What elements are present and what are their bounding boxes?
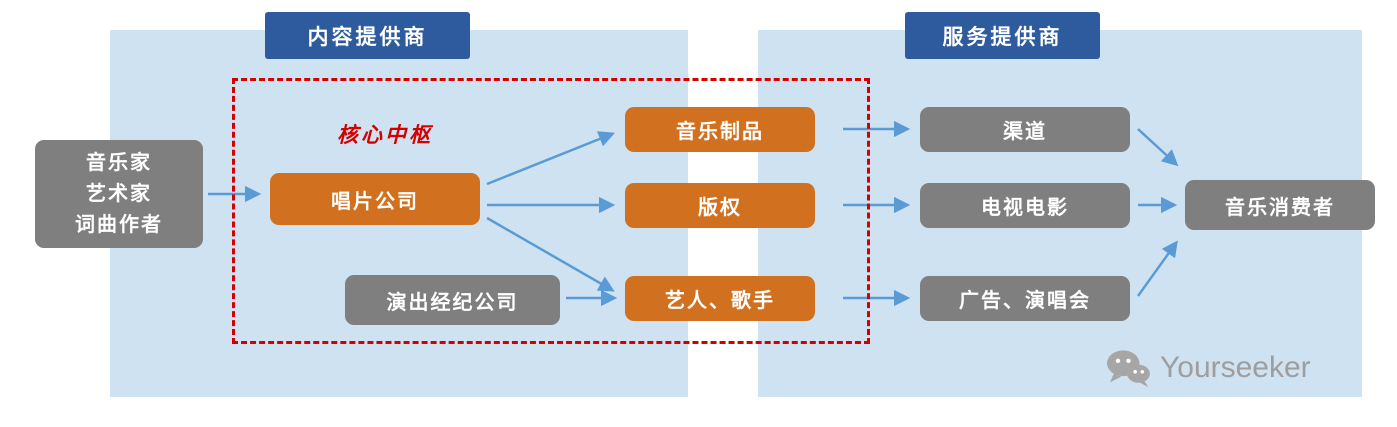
node-channels: 渠道 xyxy=(920,107,1130,152)
node-music-consumers: 音乐消费者 xyxy=(1185,180,1375,230)
core-hub-label: 核心中枢 xyxy=(337,124,433,147)
header-service-provider: 服务提供商 xyxy=(905,12,1100,59)
watermark: Yourseeker xyxy=(1105,348,1311,388)
watermark-text: Yourseeker xyxy=(1160,351,1311,384)
node-music-products: 音乐制品 xyxy=(625,107,815,152)
node-artists-singers: 艺人、歌手 xyxy=(625,276,815,321)
node-copyright: 版权 xyxy=(625,183,815,228)
node-creators-line-1: 音乐家 xyxy=(86,151,152,174)
node-ads-concerts: 广告、演唱会 xyxy=(920,276,1130,321)
wechat-icon xyxy=(1107,350,1150,388)
core-hub-boundary xyxy=(232,78,870,344)
header-content-provider: 内容提供商 xyxy=(265,12,470,59)
node-creators-line-2: 艺术家 xyxy=(86,182,152,205)
node-creators-line-3: 词曲作者 xyxy=(75,213,163,236)
node-creators: 音乐家 艺术家 词曲作者 xyxy=(35,140,203,248)
node-tv-film: 电视电影 xyxy=(920,183,1130,228)
node-agency: 演出经纪公司 xyxy=(345,275,560,325)
node-record-company: 唱片公司 xyxy=(270,173,480,225)
